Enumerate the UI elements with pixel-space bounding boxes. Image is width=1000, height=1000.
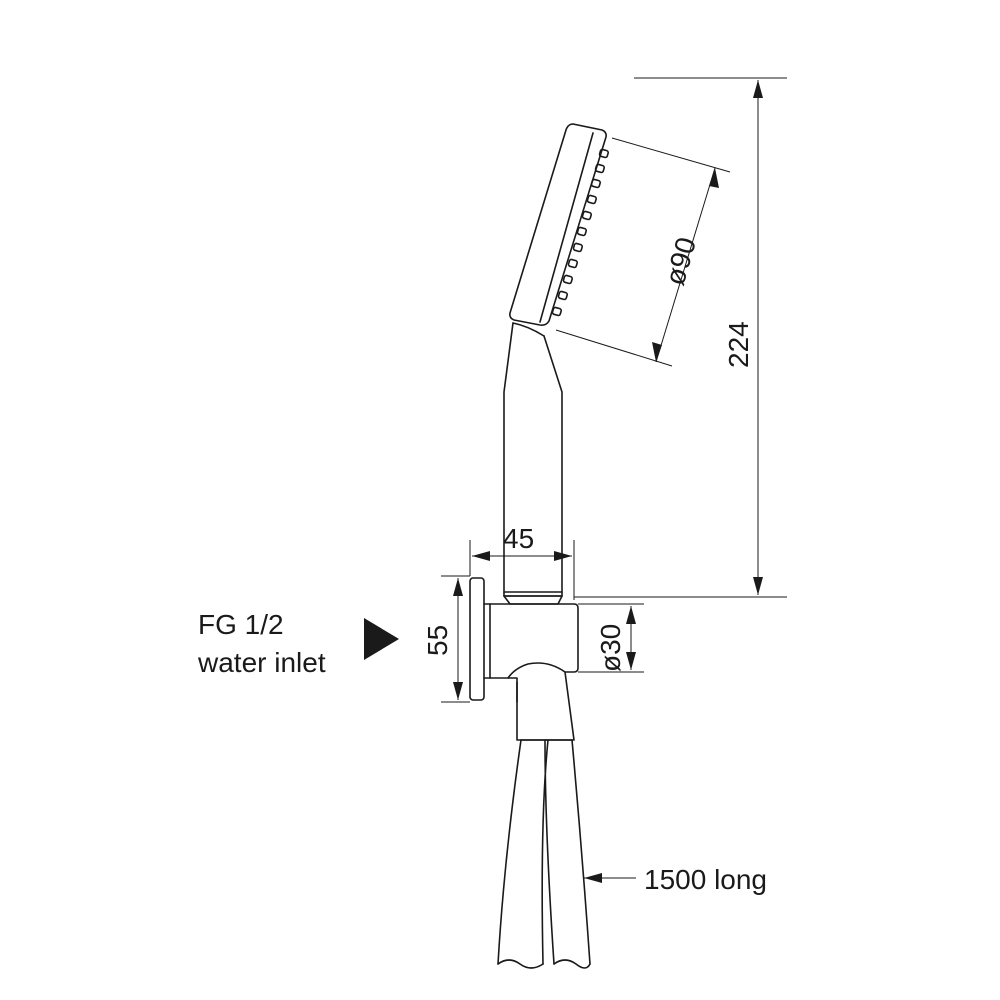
hose (497, 739, 591, 969)
dimension-overall-height: 224 (574, 77, 787, 598)
water-inlet-callout: FG 1/2 water inlet (197, 609, 399, 678)
nozzle-row (551, 148, 609, 317)
inlet-label-line1: FG 1/2 (198, 609, 284, 640)
hose-connector (516, 671, 575, 741)
overall-height-label: 224 (723, 321, 754, 368)
dimension-body-width: 45 (469, 523, 575, 600)
inlet-label-line2: water inlet (197, 647, 326, 678)
wall-bracket (469, 577, 579, 703)
bracket-height-label: 55 (422, 625, 453, 656)
shower-head (509, 123, 609, 326)
hose-length-label: 1500 long (644, 864, 767, 895)
dimension-outlet-diameter: ø30 (578, 603, 644, 673)
body-width-label: 45 (503, 523, 534, 554)
dimension-bracket-height: 55 (422, 575, 470, 703)
handle (503, 322, 563, 605)
inlet-arrow-icon (364, 618, 399, 660)
head-diameter-label: ø90 (659, 234, 702, 289)
hose-length-callout: 1500 long (584, 864, 767, 895)
outlet-diameter-label: ø30 (595, 624, 626, 672)
